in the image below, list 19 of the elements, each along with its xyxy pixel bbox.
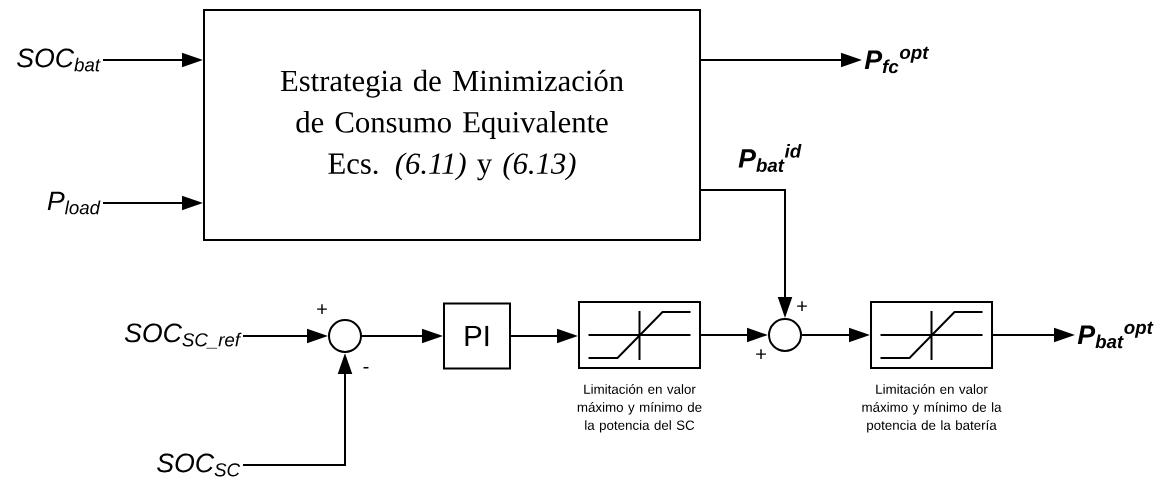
signal-label: SOC$_{SC}$ bbox=[157, 453, 241, 477]
signal-label: P$_{bat}$opt bbox=[1077, 321, 1154, 349]
caption-text: Limitación en valor máximo y mínimo de la potencia de la batería bbox=[862, 384, 1002, 433]
controller-box: PI bbox=[443, 302, 511, 370]
sign-label: + bbox=[797, 301, 807, 311]
caption-text: Limitación en valor máximo y mínimo de la potencia del SC bbox=[577, 384, 702, 433]
sign-label: - bbox=[363, 366, 369, 369]
signal-label: P$_{fc}$opt bbox=[864, 46, 930, 74]
process-box: Estrategia de Minimización de Consumo Equivalente Ecs. (6.11) y (6.13) bbox=[203, 9, 701, 241]
limiter-block bbox=[870, 301, 993, 369]
signal-label: SOC$_{bat}$ bbox=[17, 48, 101, 72]
sign-label: + bbox=[756, 349, 766, 359]
edge-label: P$_{bat}$id bbox=[736, 142, 804, 174]
limiter-block bbox=[578, 301, 701, 369]
summing-junction bbox=[768, 318, 802, 352]
signal-label: SOC$_{SC_ref}$ bbox=[124, 323, 242, 349]
sign-label: + bbox=[317, 304, 327, 314]
summing-junction bbox=[328, 319, 362, 353]
signal-label: P$_{load}$ bbox=[47, 191, 101, 215]
